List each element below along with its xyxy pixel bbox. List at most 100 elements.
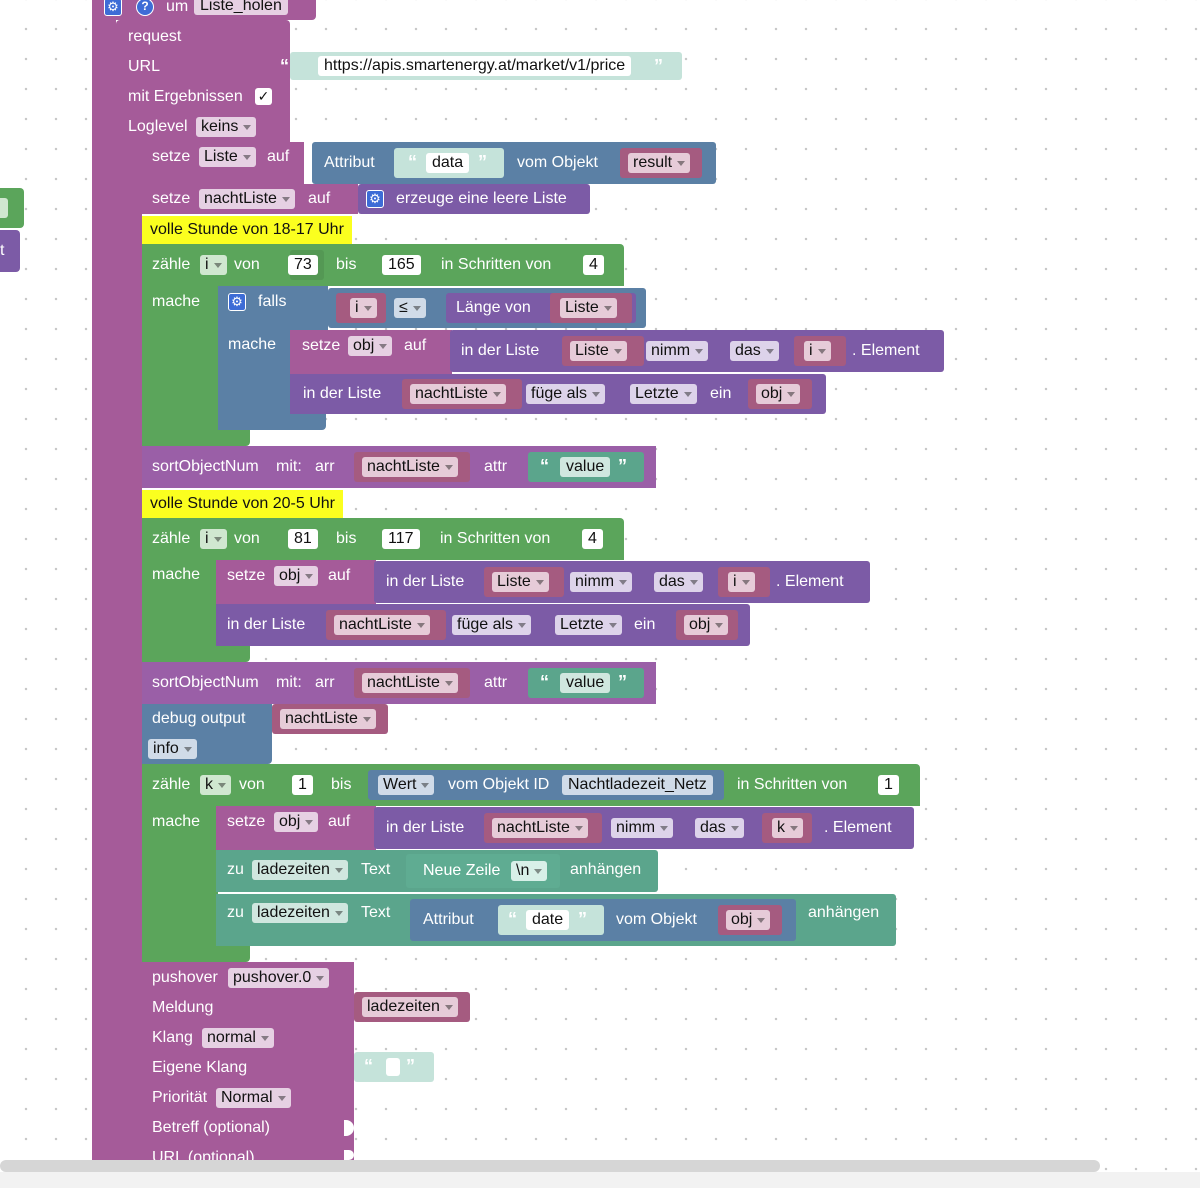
horizontal-scrollbar[interactable]: [0, 1160, 1100, 1172]
newline-dropdown[interactable]: \n: [511, 861, 548, 881]
loop-var-dropdown[interactable]: i: [200, 255, 227, 275]
value-dropdown[interactable]: Wert: [378, 775, 435, 795]
step-field[interactable]: 4: [583, 255, 604, 275]
var-dropdown[interactable]: ladezeiten: [252, 860, 348, 880]
partial-block-green[interactable]: [0, 188, 24, 228]
append-text-block[interactable]: zu ladezeiten Text Attribut “ date ” vom…: [216, 894, 896, 946]
get-list-item-block[interactable]: in der Liste Liste nimm das i . Element: [450, 330, 944, 372]
length-block[interactable]: Länge von Liste: [446, 293, 636, 323]
obj-dropdown[interactable]: result: [628, 153, 691, 173]
mode-dropdown[interactable]: nimm: [611, 818, 674, 838]
sort-block[interactable]: sortObjectNum mit: arr nachtListe attr “…: [142, 662, 656, 704]
comment-note[interactable]: volle Stunde von 20-5 Uhr: [142, 490, 343, 518]
mode-dropdown[interactable]: nimm: [646, 341, 709, 361]
to-field[interactable]: 165: [382, 255, 421, 275]
object-var-block[interactable]: result: [620, 148, 702, 178]
var-dropdown[interactable]: ladezeiten: [252, 903, 348, 923]
mode-dropdown[interactable]: nimm: [570, 572, 633, 592]
index-dropdown[interactable]: i: [804, 341, 831, 361]
set-liste-block[interactable]: setze Liste auf: [142, 142, 304, 184]
function-header[interactable]: ⚙ ? um Liste_holen: [100, 0, 316, 20]
var-dropdown[interactable]: ladezeiten: [362, 997, 458, 1017]
list-dropdown[interactable]: nachtListe: [362, 673, 458, 693]
index-dropdown[interactable]: i: [728, 572, 755, 592]
from-field[interactable]: 73: [288, 255, 318, 275]
from-field[interactable]: 81: [288, 529, 318, 549]
obj-dropdown[interactable]: obj: [756, 384, 801, 404]
var-block[interactable]: ladezeiten: [354, 992, 470, 1022]
partial-block-violet[interactable]: t: [0, 230, 20, 272]
attr-text-block[interactable]: “ data ”: [394, 148, 504, 178]
attr-field[interactable]: data: [426, 153, 470, 173]
position-dropdown[interactable]: Letzte: [555, 615, 622, 635]
create-list-block[interactable]: ⚙ erzeuge eine leere Liste: [358, 184, 590, 214]
index-dropdown[interactable]: k: [772, 818, 803, 838]
empty-text-block[interactable]: “ ”: [354, 1052, 434, 1082]
get-list-item-block[interactable]: in der Liste Liste nimm das i . Element: [374, 561, 870, 603]
list-dropdown[interactable]: Liste: [492, 572, 549, 592]
attr-field[interactable]: value: [560, 457, 611, 477]
var-dropdown[interactable]: nachtListe: [199, 189, 295, 209]
url-field[interactable]: https://apis.smartenergy.at/market/v1/pr…: [318, 56, 632, 76]
attr-field[interactable]: value: [560, 673, 611, 693]
insert-mode-dropdown[interactable]: füge als: [452, 615, 532, 635]
attribute-block[interactable]: Attribut “ data ” vom Objekt result: [312, 142, 716, 184]
set-obj-block[interactable]: setze obj auf: [216, 560, 376, 604]
instance-dropdown[interactable]: pushover.0: [228, 968, 330, 988]
sound-dropdown[interactable]: normal: [202, 1028, 274, 1048]
where-dropdown[interactable]: das: [654, 572, 703, 592]
count-loop-block[interactable]: zähle i von 81 bis 117 in Schritten von …: [142, 518, 624, 560]
get-state-block[interactable]: Wert vom Objekt ID Nachtladezeit_Netz: [368, 770, 724, 800]
var-dropdown[interactable]: nachtListe: [280, 709, 376, 729]
obj-dropdown[interactable]: obj: [726, 910, 771, 930]
list-dropdown[interactable]: nachtListe: [362, 457, 458, 477]
sort-block[interactable]: sortObjectNum mit: arr nachtListe attr “…: [142, 446, 656, 488]
function-name-field[interactable]: Liste_holen: [194, 0, 288, 15]
pushover-block[interactable]: pushover pushover.0 Meldung Klang normal…: [142, 962, 354, 1166]
list-dropdown[interactable]: nachtListe: [410, 384, 506, 404]
level-dropdown[interactable]: info: [148, 739, 197, 759]
priority-dropdown[interactable]: Normal: [216, 1088, 291, 1108]
results-checkbox[interactable]: ✓: [255, 88, 272, 105]
debug-output-block[interactable]: debug output info: [142, 704, 272, 764]
where-dropdown[interactable]: das: [730, 341, 779, 361]
loop-var-dropdown[interactable]: i: [200, 529, 227, 549]
step-field[interactable]: 1: [878, 775, 899, 795]
var-block[interactable]: nachtListe: [272, 704, 388, 734]
insert-mode-dropdown[interactable]: füge als: [526, 384, 606, 404]
step-field[interactable]: 4: [582, 529, 603, 549]
position-dropdown[interactable]: Letzte: [630, 384, 697, 404]
newline-block[interactable]: Neue Zeile \n: [406, 854, 560, 888]
gear-icon[interactable]: ⚙: [104, 0, 122, 16]
list-dropdown[interactable]: Liste: [560, 298, 617, 318]
request-block[interactable]: request URL mit Ergebnissen ✓ Loglevel k…: [116, 20, 290, 142]
gear-icon[interactable]: ⚙: [228, 293, 246, 311]
var-dropdown[interactable]: obj: [348, 336, 393, 356]
i-dropdown[interactable]: i: [350, 298, 377, 318]
var-dropdown[interactable]: obj: [274, 566, 319, 586]
obj-dropdown[interactable]: obj: [684, 615, 729, 635]
from-field[interactable]: 1: [292, 775, 313, 795]
insert-list-block[interactable]: in der Liste nachtListe füge als Letzte …: [216, 604, 750, 646]
var-dropdown[interactable]: obj: [274, 812, 319, 832]
gear-icon[interactable]: ⚙: [366, 190, 384, 208]
attr-field[interactable]: date: [526, 910, 570, 930]
loop-var-dropdown[interactable]: k: [200, 775, 231, 795]
to-field[interactable]: 117: [382, 529, 420, 549]
get-list-item-block[interactable]: in der Liste nachtListe nimm das k . Ele…: [374, 807, 914, 849]
append-text-block[interactable]: zu ladezeiten Text Neue Zeile \n anhänge…: [216, 850, 658, 892]
operator-dropdown[interactable]: ≤: [394, 298, 426, 318]
var-dropdown[interactable]: Liste: [199, 147, 256, 167]
url-text-block[interactable]: “ https://apis.smartenergy.at/market/v1/…: [280, 52, 682, 80]
empty-text-field[interactable]: [386, 1058, 400, 1076]
list-dropdown[interactable]: Liste: [570, 341, 627, 361]
loglevel-dropdown[interactable]: keins: [196, 117, 257, 137]
attribute-block[interactable]: Attribut “ date ” vom Objekt obj: [410, 899, 796, 941]
object-id-field[interactable]: Nachtladezeit_Netz: [562, 775, 713, 795]
count-loop-block[interactable]: zähle i von 73 bis 165 in Schritten von …: [142, 244, 624, 286]
compare-block[interactable]: i ≤ Länge von Liste: [328, 288, 646, 328]
if-block[interactable]: ⚙ falls: [218, 286, 328, 330]
set-obj-block[interactable]: setze obj auf: [290, 330, 452, 374]
help-icon[interactable]: ?: [136, 0, 154, 16]
list-dropdown[interactable]: nachtListe: [492, 818, 588, 838]
